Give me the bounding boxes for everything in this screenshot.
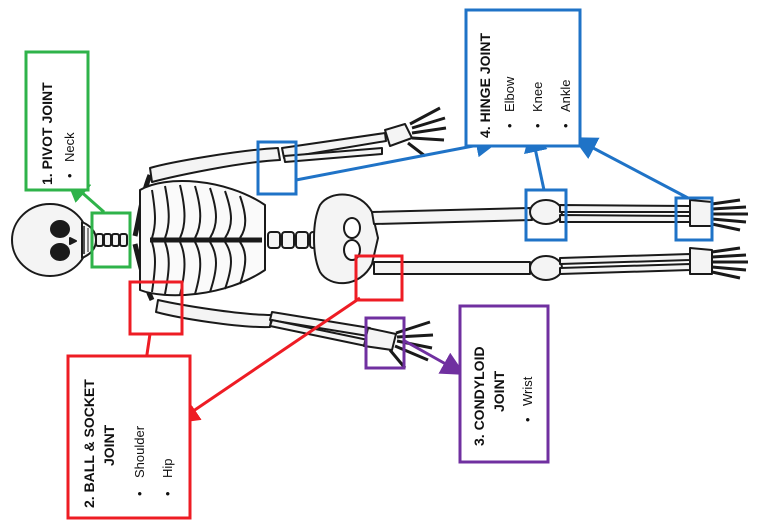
bullet-icon: •	[62, 173, 77, 178]
ankle-arrow	[578, 140, 688, 198]
bullet-icon: •	[558, 123, 573, 128]
pivot-item-neck: Neck	[62, 132, 77, 162]
leg-upper-side	[372, 200, 748, 230]
condyloid-title-line1: 3. CONDYLOID	[471, 346, 487, 446]
leg-lower-side	[374, 248, 748, 280]
hinge-joint-title: 4. HINGE JOINT	[477, 33, 493, 138]
hinge-item-knee: Knee	[530, 82, 545, 112]
bullet-icon: •	[530, 123, 545, 128]
wrist-arrow	[403, 340, 460, 372]
pelvis	[314, 195, 378, 284]
condyloid-title-line2: JOINT	[491, 370, 507, 412]
pivot-joint-title: 1. PIVOT JOINT	[39, 82, 55, 185]
ball-socket-item-shoulder: Shoulder	[132, 425, 147, 478]
skull	[12, 204, 96, 276]
skeleton-illustration	[12, 108, 748, 368]
ball-socket-title-line1: 2. BALL & SOCKET	[81, 379, 97, 508]
bullet-icon: •	[520, 417, 535, 422]
hinge-joint-label-box: 4. HINGE JOINT • Elbow • Knee • Ankle	[466, 10, 580, 146]
hinge-item-ankle: Ankle	[558, 79, 573, 112]
bullet-icon: •	[502, 123, 517, 128]
rib-cage	[140, 181, 265, 295]
pivot-joint-label-box: 1. PIVOT JOINT • Neck	[26, 52, 88, 190]
cervical-spine	[96, 234, 127, 246]
bullet-icon: •	[160, 491, 175, 496]
arm-upper-side	[150, 108, 446, 182]
condyloid-item-wrist: Wrist	[520, 376, 535, 406]
ball-socket-title-line2: JOINT	[101, 424, 117, 466]
ball-socket-joint-label-box: 2. BALL & SOCKET JOINT • Shoulder • Hip	[68, 356, 190, 518]
ball-socket-item-hip: Hip	[160, 458, 175, 478]
hinge-item-elbow: Elbow	[502, 76, 517, 112]
condyloid-joint-label-box: 3. CONDYLOID JOINT • Wrist	[460, 306, 548, 462]
bullet-icon: •	[132, 491, 147, 496]
arm-lower-side	[156, 300, 433, 368]
